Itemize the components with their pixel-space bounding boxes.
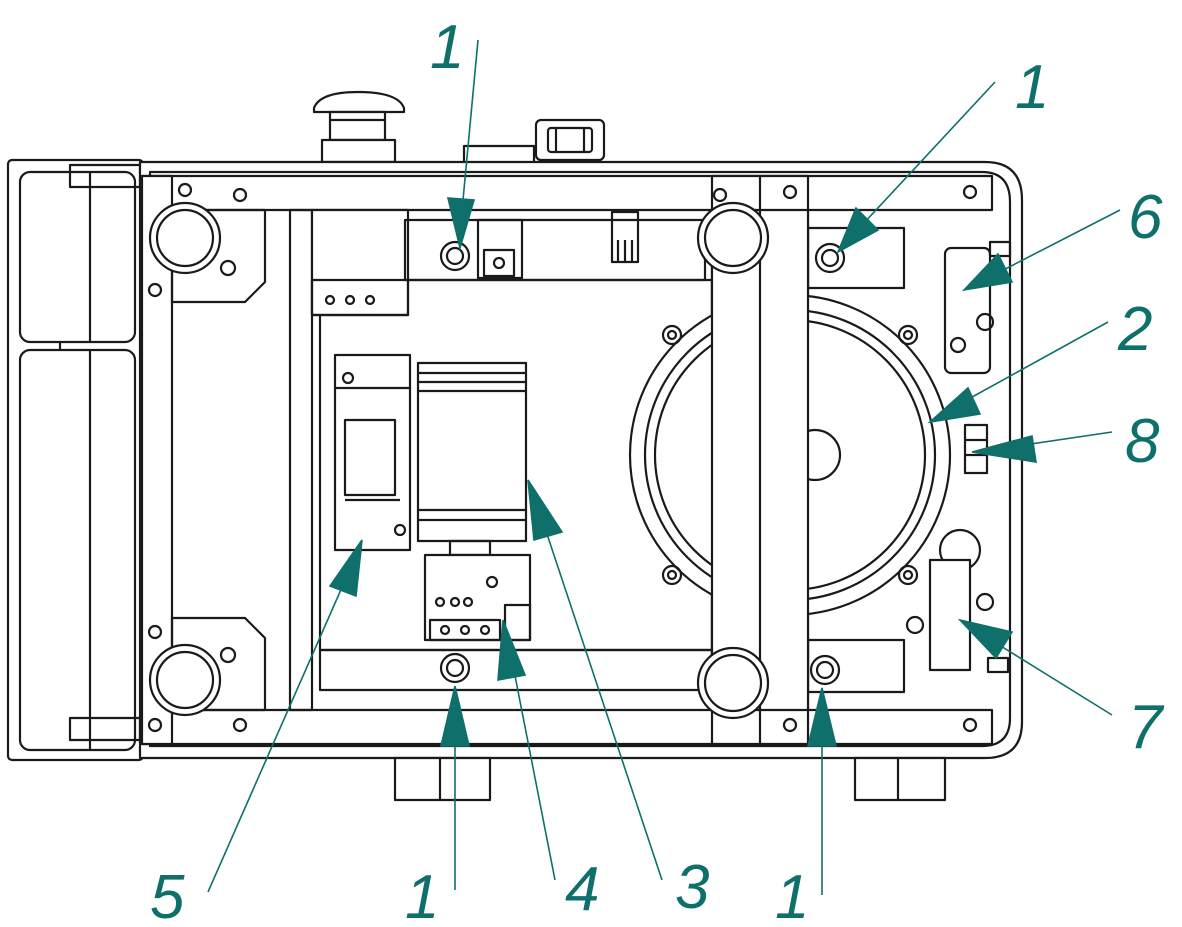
top-connector (462, 118, 606, 166)
callout-1-top-right: 1 (1015, 53, 1049, 122)
relay-component (333, 353, 412, 552)
leader-2 (927, 321, 1109, 424)
leader-3 (527, 479, 663, 881)
callout-6: 6 (1128, 183, 1163, 252)
callout-2: 2 (1117, 295, 1152, 364)
leader-6 (961, 209, 1121, 292)
callout-1-bottom-right: 1 (775, 863, 809, 927)
leader-1-bottom-left (439, 685, 471, 890)
callout-4: 4 (565, 855, 599, 924)
stop-button (312, 90, 406, 164)
callout-8: 8 (1125, 407, 1160, 476)
leader-1-top-right (836, 81, 996, 254)
leader-4 (497, 619, 556, 881)
small-screws (147, 182, 978, 733)
callout-labels: 1 1 1 1 2 3 4 5 6 7 8 (150, 13, 1165, 927)
callout-5: 5 (150, 863, 185, 927)
power-module (416, 361, 528, 557)
device-drawing (6, 90, 1024, 802)
mounting-screws (439, 240, 846, 686)
callout-3: 3 (675, 853, 709, 922)
rubber-feet (148, 201, 770, 720)
callout-1-bottom-left: 1 (405, 863, 439, 927)
leader-1-top-left (446, 39, 479, 252)
leader-7 (957, 618, 1113, 716)
leader-5 (207, 539, 363, 893)
leader-8 (971, 431, 1113, 463)
leader-lines (207, 39, 1121, 895)
callout-1-top-left: 1 (430, 13, 464, 82)
terminal-block (423, 553, 532, 642)
left-handle (6, 158, 145, 762)
right-side-parts (905, 240, 1012, 674)
callout-7: 7 (1128, 693, 1165, 762)
leader-1-bottom-right (806, 687, 838, 895)
